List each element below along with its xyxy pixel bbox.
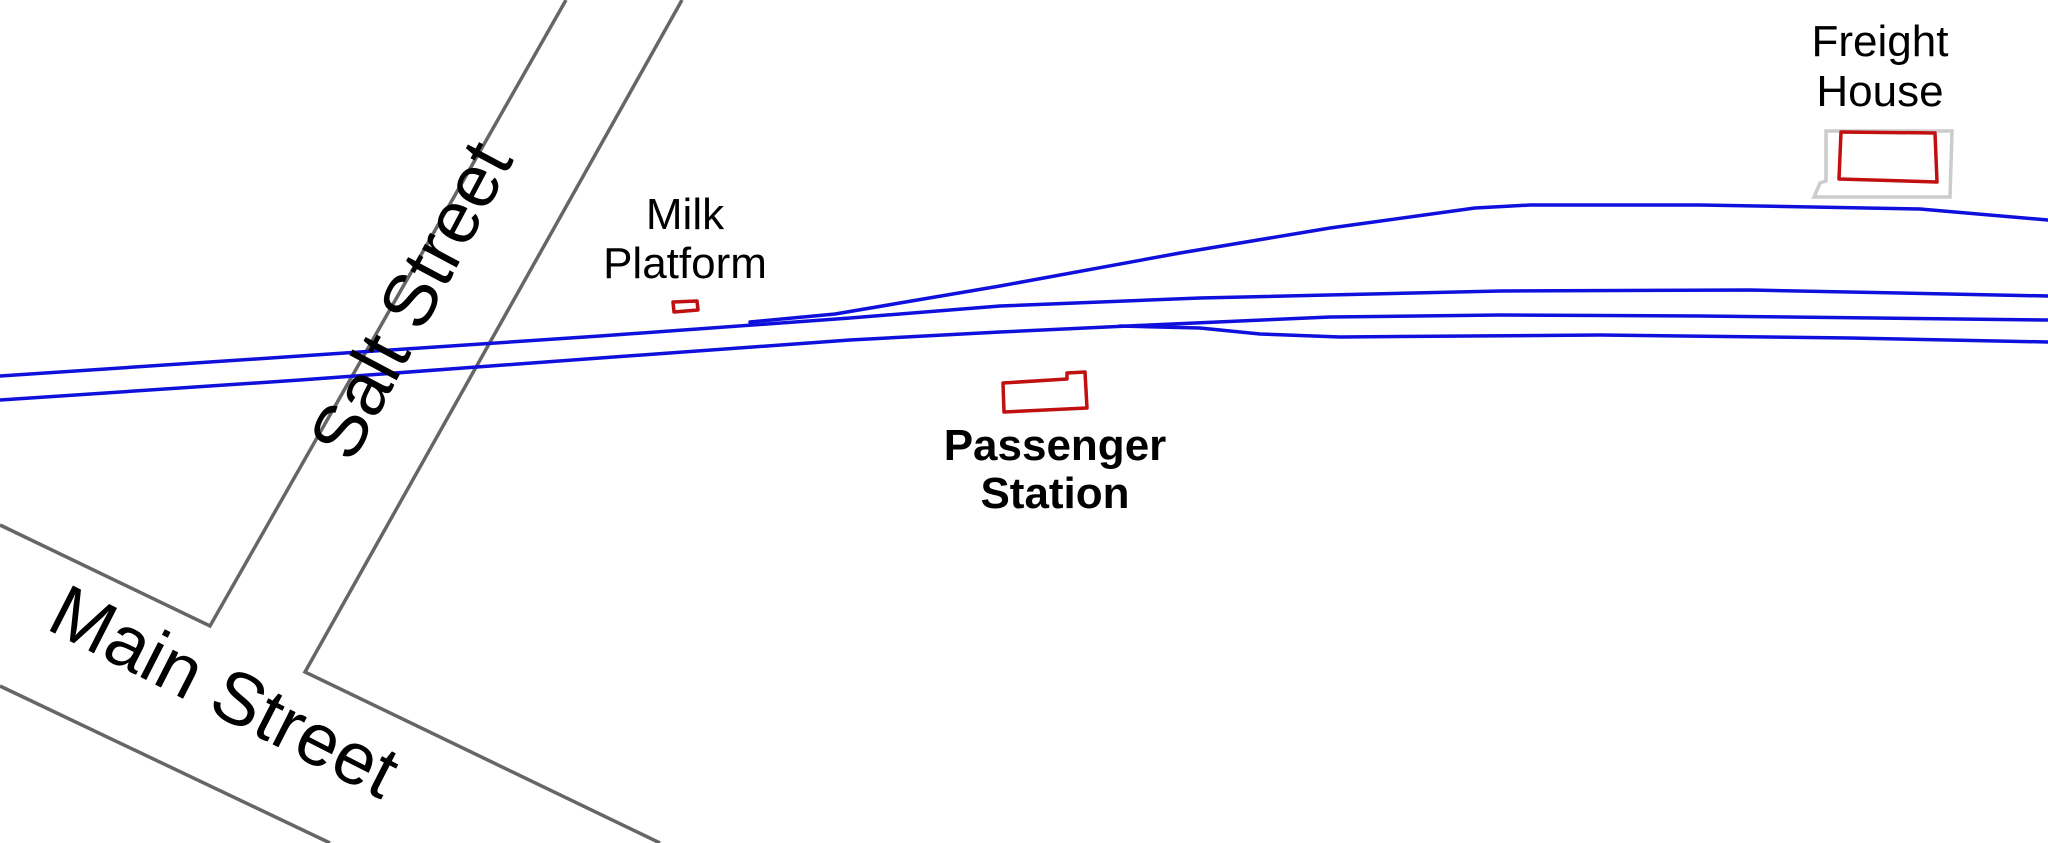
main-street-label: Main Street bbox=[37, 568, 412, 814]
passenger-station-label-line1: Passenger bbox=[944, 421, 1167, 470]
milk-platform-label: Milk Platform bbox=[603, 190, 767, 288]
track-north-siding bbox=[748, 203, 2048, 324]
freight-house-platform-outline bbox=[1811, 129, 1954, 199]
street-edges bbox=[0, 0, 684, 843]
passenger-station-label-line2: Station bbox=[980, 469, 1129, 518]
milk-platform-label-line1: Milk bbox=[646, 190, 725, 239]
milk-platform-building bbox=[671, 299, 700, 314]
track-south-siding bbox=[1118, 324, 2048, 344]
passenger-station-building bbox=[1001, 370, 1089, 414]
freight-house-label-line2: House bbox=[1816, 67, 1943, 116]
salt-street-west-edge-main-street-north-edge bbox=[0, 0, 568, 629]
salt-street-label: Salt Street bbox=[293, 128, 529, 472]
freight-house-building bbox=[1837, 130, 1939, 184]
freight-house-label-line1: Freight bbox=[1812, 17, 1949, 66]
passenger-station-label: Passenger Station bbox=[944, 421, 1167, 518]
railroad-tracks bbox=[0, 203, 2048, 402]
buildings bbox=[671, 129, 1954, 414]
track-main-north bbox=[0, 288, 2048, 378]
main-street-south-west-edge bbox=[0, 684, 331, 843]
track-main-south bbox=[0, 313, 2048, 402]
milk-platform-label-line2: Platform bbox=[603, 239, 767, 288]
freight-house-label: Freight House bbox=[1812, 17, 1949, 116]
salt-street-east-edge-main-street-south-edge bbox=[302, 0, 684, 843]
